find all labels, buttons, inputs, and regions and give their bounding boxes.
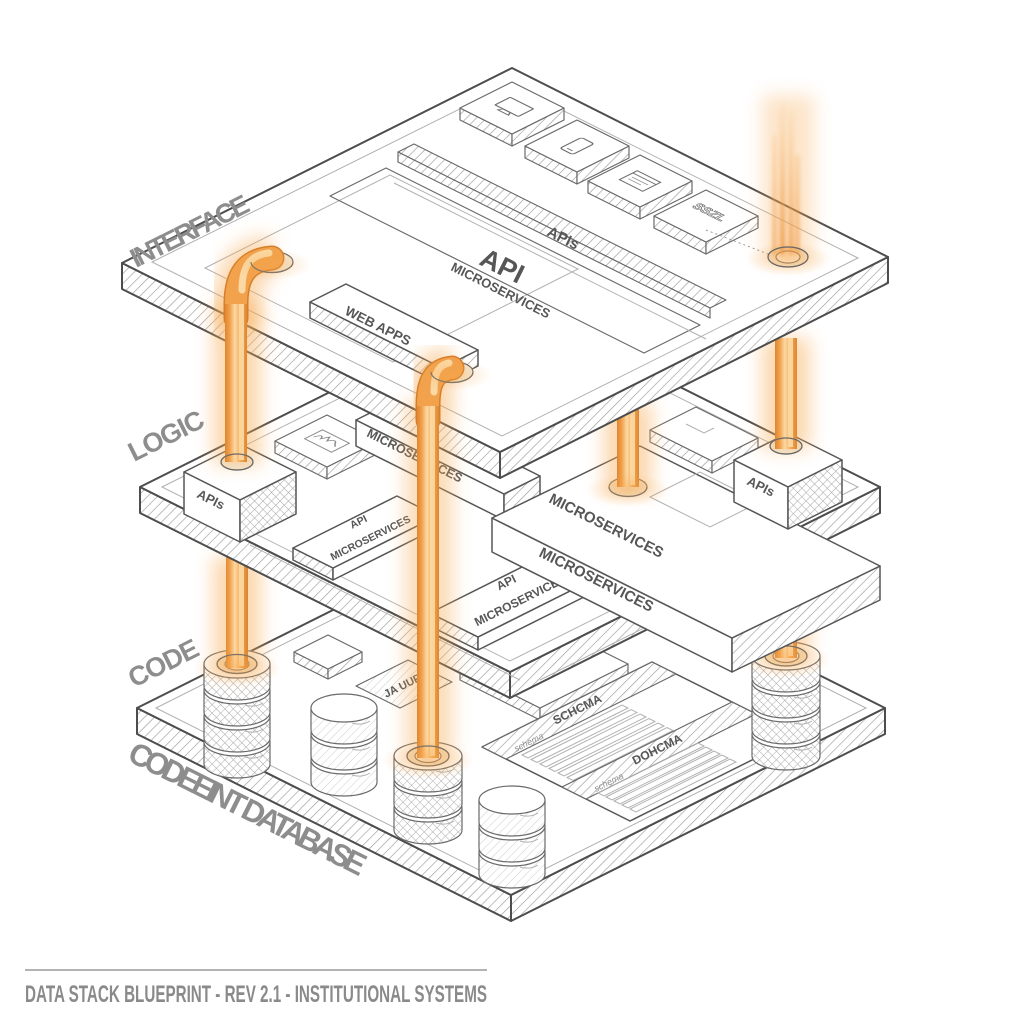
light-beam (746, 95, 830, 276)
data-pipe-segment (762, 338, 810, 455)
title-block: DATA STACK BLUEPRINT - REV 2.1 - INSTITU… (25, 969, 487, 1008)
schema-rows-left (520, 704, 675, 782)
interface-layer-plate: API MICROSERVICES APIs WEB APPS (121, 67, 889, 479)
schema-rows-right (596, 742, 738, 813)
wave-icon (303, 429, 351, 453)
device-tile-browser (587, 154, 693, 220)
apis-node-right: APIs (733, 432, 843, 530)
desktop-monitor-icon (494, 97, 534, 117)
database-stack (310, 693, 378, 797)
footer-caption: DATA STACK BLUEPRINT - REV 2.1 - INSTITU… (25, 981, 487, 1008)
data-pipe-elbow (213, 235, 312, 471)
data-pipe-elbow (382, 345, 492, 779)
smartphone-icon (560, 137, 594, 155)
apis-node-left: APIs (183, 443, 297, 543)
web-apps-bar: WEB APPS (309, 283, 479, 385)
database-layer-plate: JA UUP SCHCMA schema DOHCMA schema (136, 520, 886, 922)
device-tile-desktop (459, 81, 565, 147)
apis-strip: APIs (393, 143, 727, 340)
interface-plate-top (121, 67, 889, 453)
data-pipe-segment (586, 402, 670, 507)
interface-left-panel-frame (203, 174, 580, 363)
connector-bar (649, 406, 759, 474)
device-tile-phone (524, 119, 630, 185)
data-pipe-segment (193, 556, 281, 686)
schema-header-left (481, 661, 677, 760)
device-tile-badge: SSZL (653, 189, 759, 255)
schema-panel: SCHCMA schema DOHCMA schema (481, 661, 801, 822)
browser-window-icon (618, 170, 662, 192)
flat-tile (293, 634, 363, 680)
interface-plate-inset-border (150, 83, 860, 437)
database-stack (478, 785, 546, 889)
